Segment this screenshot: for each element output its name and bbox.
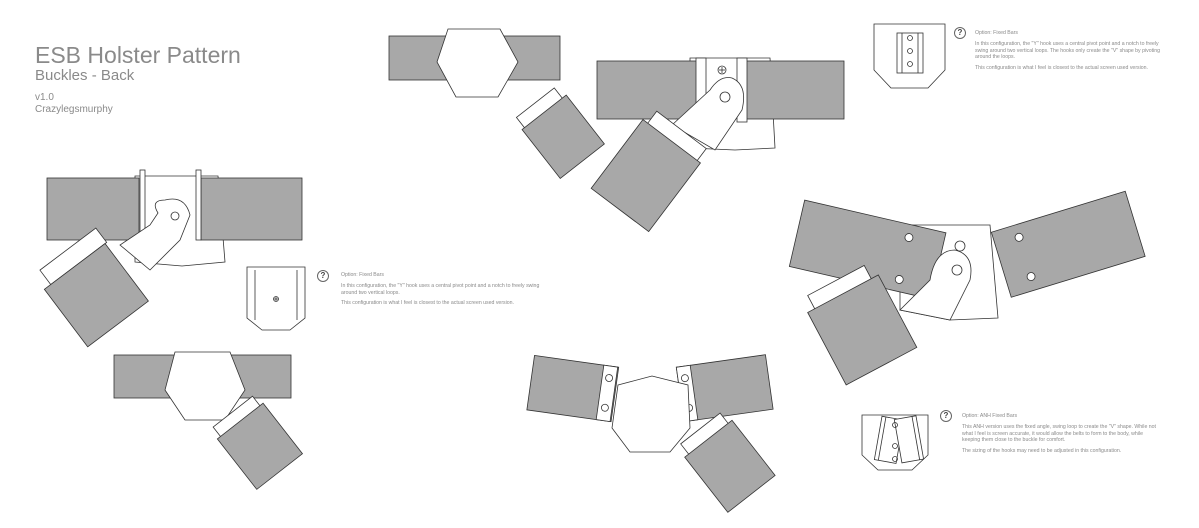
- screw-icon: [907, 35, 913, 41]
- note-paragraph: In this configuration, the "Y" hook uses…: [341, 283, 540, 296]
- hex-buckle: [164, 351, 246, 421]
- note-heading: Option: ANH Fixed Bars: [962, 413, 1018, 419]
- title-block: ESB Holster Pattern Buckles - Back v1.0 …: [35, 43, 241, 116]
- thumbnail-fixed-bars-2: [873, 23, 946, 89]
- hex-buckle: [436, 28, 519, 98]
- strap-hanging: [521, 94, 605, 179]
- author-label: Crazylegsmurphy: [35, 104, 113, 115]
- note-paragraph: In this configuration, the "Y" hook uses…: [975, 41, 1160, 61]
- note-heading: Option: Fixed Bars: [975, 30, 1018, 36]
- note-paragraph: This configuration is what I feel is clo…: [341, 300, 515, 307]
- strap-hanging: [216, 402, 304, 490]
- screw-icon: [907, 48, 913, 54]
- hex-buckle: [611, 375, 691, 453]
- page-subtitle: Buckles - Back: [35, 67, 135, 84]
- version-label: v1.0: [35, 92, 54, 103]
- buckle-assembly-anh-bottom: [526, 354, 776, 513]
- note-heading: Option: Fixed Bars: [341, 272, 384, 278]
- note-anh-fixed-bars: Option: ANH Fixed Bars This ANH version …: [962, 413, 1162, 458]
- screw-icon: [892, 456, 898, 462]
- buckle-assembly-pivot-center: [590, 57, 845, 233]
- thumbnail-anh-fixed-bars: [861, 414, 929, 471]
- strap-hanging: [684, 419, 776, 513]
- note-fixed-bars-top: Option: Fixed Bars In this configuration…: [975, 30, 1165, 75]
- buckle-assembly-pivot-left: [39, 169, 303, 348]
- pivot-hole: [170, 211, 180, 221]
- screw-icon: [954, 240, 966, 252]
- help-icon: ?: [317, 270, 329, 282]
- strap-left: [526, 354, 620, 423]
- thumbnail-fixed-bars-1: [246, 266, 306, 331]
- buckle-assembly-hex-top: [388, 28, 605, 179]
- strap-hanging: [807, 274, 918, 386]
- buckle-assembly-hex-bottom-left: [113, 351, 304, 490]
- note-paragraph: The sizing of the hooks may need to be a…: [962, 447, 1122, 454]
- screw-icon: [892, 443, 898, 449]
- vertical-loop: [195, 169, 202, 241]
- screw-icon: [892, 422, 898, 428]
- note-fixed-bars-middle: Option: Fixed Bars In this configuration…: [341, 272, 541, 311]
- pivot-hole: [719, 91, 731, 103]
- strap-left: [596, 60, 699, 120]
- note-paragraph: This ANH version uses the fixed angle, s…: [962, 424, 1156, 444]
- strap-right: [742, 60, 845, 120]
- help-icon: ?: [940, 410, 952, 422]
- note-paragraph: This configuration is what I feel is clo…: [975, 64, 1149, 71]
- help-icon: ?: [954, 27, 966, 39]
- strap-hanging: [590, 119, 701, 233]
- strap-right: [200, 177, 303, 241]
- screw-icon: [907, 61, 913, 67]
- strap-right: [990, 190, 1146, 298]
- screw-icon: [273, 296, 279, 302]
- strap-hanging: [43, 243, 149, 348]
- buckle-assembly-v-shape-right: [788, 190, 1146, 386]
- page-title: ESB Holster Pattern: [35, 42, 241, 68]
- pivot-hole: [951, 264, 963, 276]
